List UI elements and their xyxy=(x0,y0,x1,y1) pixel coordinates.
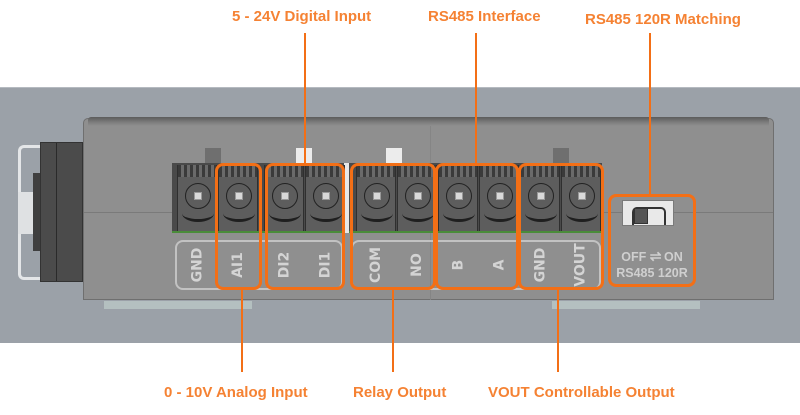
wire-entry xyxy=(402,205,434,222)
tab-marker xyxy=(205,148,221,163)
dip-switch-slot xyxy=(632,207,666,225)
screw-head-icon xyxy=(537,192,545,200)
device-foot-right xyxy=(552,301,700,309)
highlight-rs485-interface xyxy=(435,163,519,290)
highlight-relay-output xyxy=(350,163,436,290)
screw-head-icon xyxy=(235,192,243,200)
wire-entry xyxy=(223,205,255,222)
terminal-clamp xyxy=(357,165,395,177)
screw-head-icon xyxy=(414,192,422,200)
terminal-clamp xyxy=(219,165,257,177)
dip-on-label: ON xyxy=(663,250,683,264)
swap-arrows-icon: ⇌ xyxy=(649,248,662,264)
wire-entry xyxy=(361,205,393,222)
device-foot-left xyxy=(104,301,252,309)
screw-head-icon xyxy=(496,192,504,200)
dip-switch-state-label: OFF ⇌ ON xyxy=(610,248,694,265)
din-clip-block xyxy=(40,142,83,282)
terminal-clamp xyxy=(398,165,436,177)
wire-entry xyxy=(310,205,342,222)
highlight-vout-output xyxy=(518,163,604,290)
leader-line-rs485-interface xyxy=(475,33,477,164)
terminal-clamp xyxy=(178,165,216,177)
callout-digital-input: 5 - 24V Digital Input xyxy=(232,8,372,25)
highlight-analog-input xyxy=(215,163,262,290)
callout-relay-output: Relay Output xyxy=(353,384,447,401)
screw-head-icon xyxy=(373,192,381,200)
wire-entry xyxy=(182,205,214,222)
terminal-clamp xyxy=(521,165,559,177)
screw-head-icon xyxy=(281,192,289,200)
callout-rs485-interface: RS485 Interface xyxy=(428,8,541,25)
terminal-screw xyxy=(264,165,304,231)
wire-entry xyxy=(566,205,598,222)
din-clip-tab xyxy=(33,173,41,251)
terminal-screw xyxy=(561,165,601,231)
terminal-clamp xyxy=(439,165,477,177)
device-top-rim xyxy=(88,117,769,126)
terminal-block-gap xyxy=(344,163,349,233)
tab-marker xyxy=(386,148,402,163)
wire-entry xyxy=(443,205,475,222)
terminal-screw xyxy=(218,165,258,231)
callout-vout-output: VOUT Controllable Output xyxy=(488,384,675,401)
pin-label: GND xyxy=(177,244,217,286)
pin-label-text: GND xyxy=(189,247,205,283)
screw-head-icon xyxy=(194,192,202,200)
screw-head-icon xyxy=(578,192,586,200)
terminal-clamp xyxy=(480,165,518,177)
terminal-screw xyxy=(177,165,217,231)
callout-analog-input: 0 - 10V Analog Input xyxy=(164,384,308,401)
screw-head-icon xyxy=(322,192,330,200)
terminal-screw xyxy=(356,165,396,231)
terminal-screw xyxy=(397,165,437,231)
terminal-screw xyxy=(438,165,478,231)
terminal-clamp xyxy=(265,165,303,177)
terminal-screw xyxy=(305,165,345,231)
dip-off-label: OFF xyxy=(621,250,647,264)
highlight-digital-input xyxy=(265,163,345,290)
wire-entry xyxy=(269,205,301,222)
terminal-clamp xyxy=(562,165,600,177)
leader-line-rs485-matching xyxy=(649,33,651,195)
leader-line-digital-input xyxy=(304,33,306,164)
leader-line-relay-output xyxy=(392,289,394,372)
callout-rs485-matching: RS485 120R Matching xyxy=(585,11,741,28)
highlight-rs485-matching xyxy=(608,194,696,287)
leader-line-vout-output xyxy=(557,289,559,372)
leader-line-analog-input xyxy=(241,289,243,372)
wire-entry xyxy=(525,205,557,222)
terminal-clamp xyxy=(306,165,344,177)
dip-switch-caption: RS485 120R xyxy=(616,266,688,280)
dip-switch-toggle[interactable] xyxy=(634,208,648,224)
wire-entry xyxy=(484,205,516,222)
screw-head-icon xyxy=(455,192,463,200)
tab-marker xyxy=(553,148,569,163)
